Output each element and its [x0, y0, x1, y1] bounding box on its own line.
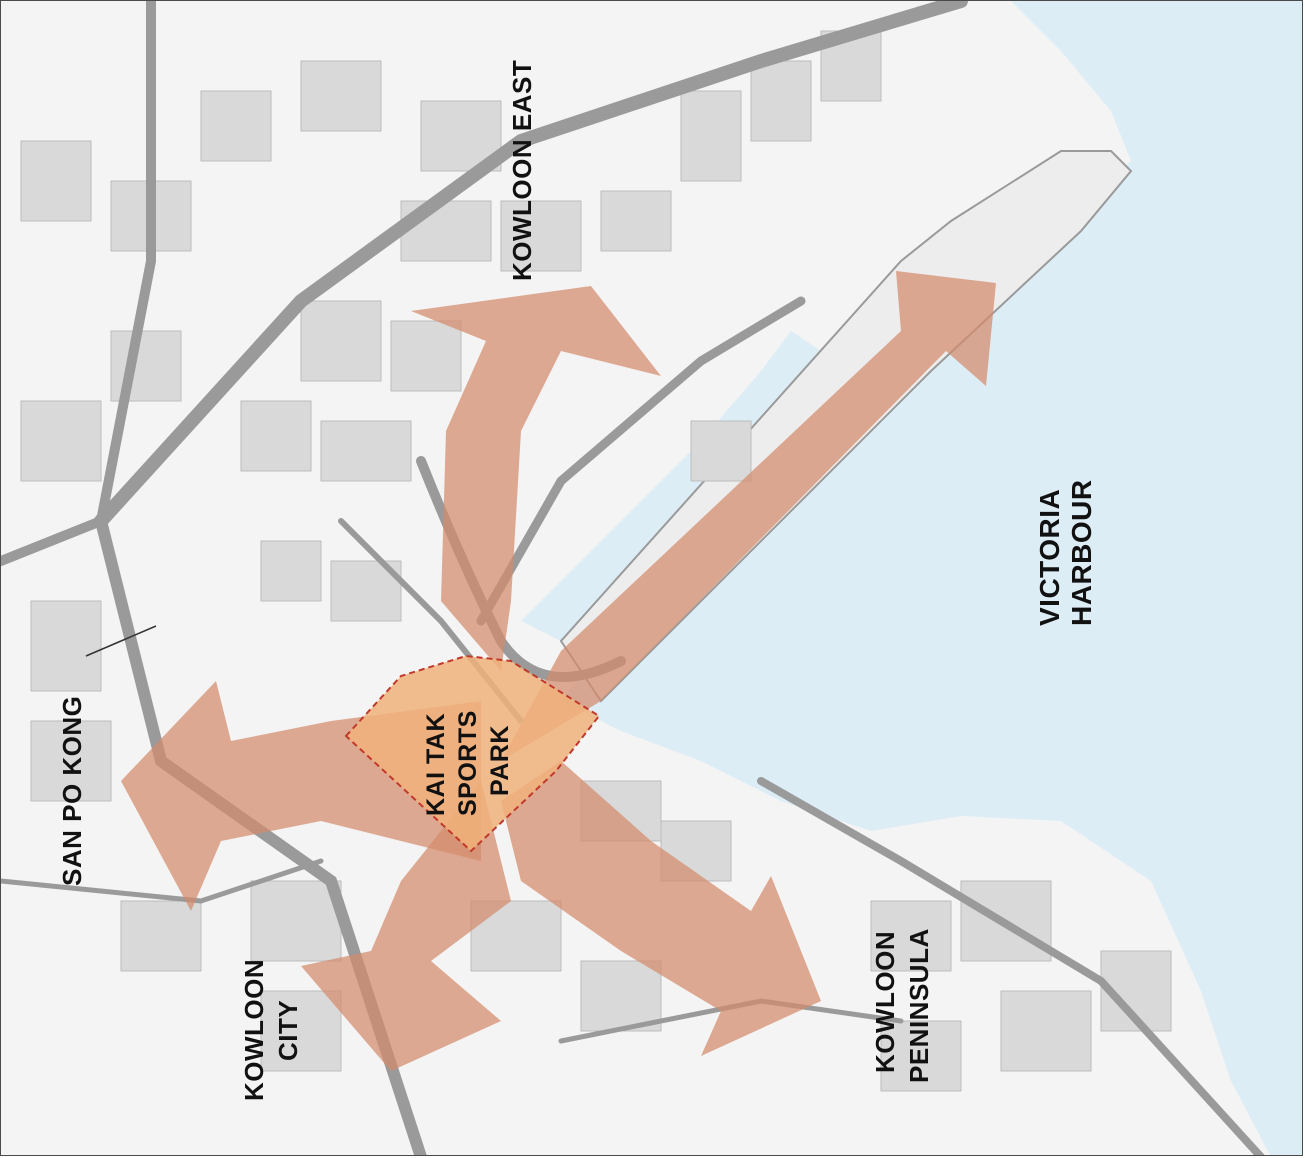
label-kai-tak-line1: KAI TAK	[422, 713, 450, 816]
label-victoria-harbour-line2: HARBOUR	[1066, 479, 1097, 626]
arrow-to-cruise-terminal	[501, 271, 996, 761]
label-kowloon-peninsula: KOWLOON PENINSULA	[870, 928, 934, 1083]
label-kowloon-peninsula-line1: KOWLOON	[870, 931, 900, 1073]
arrow-to-kowloon-east	[411, 286, 661, 671]
label-kowloon-city-line1: KOWLOON	[239, 959, 269, 1101]
arrow-to-kowloon-peninsula	[501, 761, 821, 1056]
label-kai-tak-line3: PARK	[486, 725, 514, 796]
approach-channel-water	[521, 331, 821, 641]
connectivity-arrows	[121, 271, 996, 1071]
label-victoria-harbour: VICTORIA HARBOUR	[1034, 479, 1097, 626]
label-kowloon-peninsula-line2: PENINSULA	[904, 928, 934, 1083]
kai-tak-sports-park-site[interactable]	[344, 654, 601, 853]
arrow-to-kowloon-city	[301, 781, 511, 1071]
label-kai-tak-line2: SPORTS	[454, 710, 482, 816]
label-san-po-kong: SAN PO KONG	[57, 696, 87, 886]
label-kowloon-city: KOWLOON CITY	[239, 959, 303, 1101]
label-victoria-harbour-line1: VICTORIA	[1034, 489, 1065, 626]
label-kowloon-east: KOWLOON EAST	[507, 60, 537, 281]
victoria-harbour-water	[561, 1, 1302, 1155]
label-kai-tak-sports-park: KAI TAK SPORTS PARK	[422, 710, 514, 816]
san-po-kong-leader-line	[85, 625, 157, 657]
label-kowloon-city-line2: CITY	[273, 1000, 303, 1061]
